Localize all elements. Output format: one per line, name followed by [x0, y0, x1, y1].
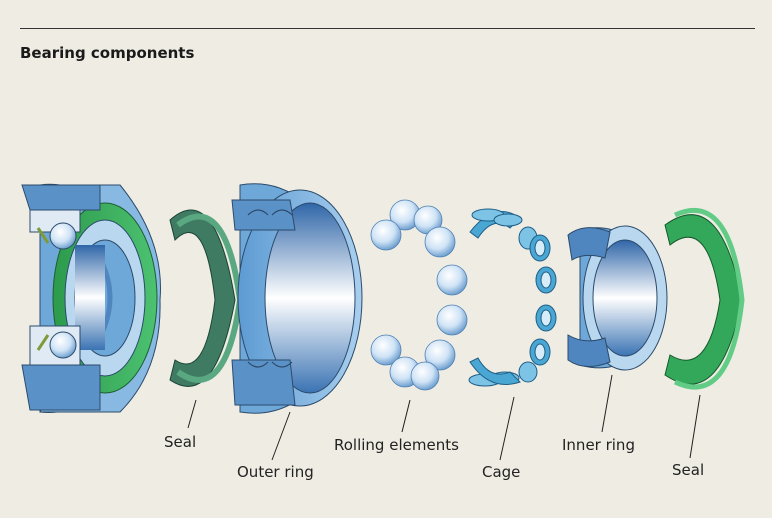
outer-ring [231, 183, 363, 414]
cage [468, 208, 557, 387]
label-inner-ring: Inner ring [562, 436, 635, 454]
label-rolling-elements: Rolling elements [334, 436, 459, 454]
rolling-elements [370, 199, 468, 391]
label-outer-ring: Outer ring [237, 463, 314, 481]
assembled-bearing [21, 183, 161, 413]
label-seal-left: Seal [164, 433, 196, 451]
seal-left [169, 209, 244, 387]
diagram-title: Bearing components [20, 44, 195, 62]
inner-ring [567, 225, 668, 371]
seal-right [664, 208, 745, 390]
header-rule [20, 28, 755, 29]
leader-lines [187, 374, 701, 461]
label-seal-right: Seal [672, 461, 704, 479]
label-cage: Cage [482, 463, 520, 481]
